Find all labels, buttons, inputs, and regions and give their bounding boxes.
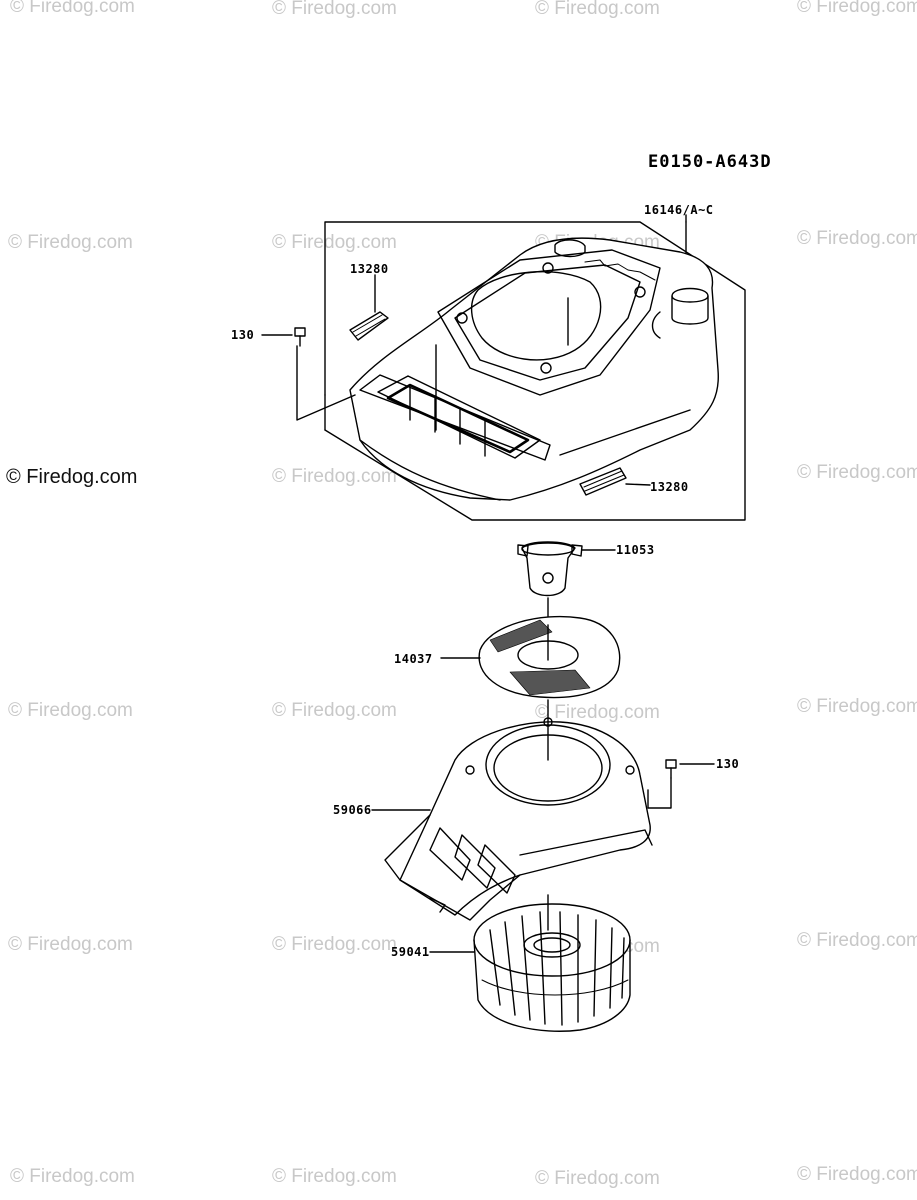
gasket-top-part <box>349 311 389 341</box>
cup-part <box>517 541 583 597</box>
watermark: © Firedog.com <box>272 934 397 955</box>
watermark: © Firedog.com <box>8 934 133 955</box>
watermark: © Firedog.com <box>797 930 917 951</box>
screen-part <box>478 615 621 699</box>
part-label-shroud: 59066 <box>333 803 372 817</box>
part-label-bolt-right: 130 <box>716 757 740 771</box>
watermark: © Firedog.com <box>272 466 397 487</box>
watermark: © Firedog.com <box>6 466 138 488</box>
bolt-right-part <box>665 759 677 779</box>
watermark: © Firedog.com <box>272 1166 397 1187</box>
watermark: © Firedog.com <box>797 1164 917 1185</box>
part-label-bolt-top: 130 <box>231 328 255 342</box>
housing-part <box>349 237 719 501</box>
part-label-flywheel: 59041 <box>391 945 430 959</box>
watermark: © Firedog.com <box>272 0 397 19</box>
watermark: © Firedog.com <box>10 0 135 17</box>
watermark: © Firedog.com <box>535 702 660 723</box>
watermark: © Firedog.com <box>8 700 133 721</box>
shroud-part <box>384 717 653 921</box>
watermark: © Firedog.com <box>797 228 917 249</box>
watermark: © Firedog.com <box>10 1166 135 1187</box>
watermark: © Firedog.com <box>535 1168 660 1189</box>
watermark: © Firedog.com <box>797 462 917 483</box>
bolt-top-part <box>294 327 306 347</box>
gasket-bottom-part <box>579 467 627 496</box>
part-label-gasket-bottom: 13280 <box>650 480 689 494</box>
watermark: © Firedog.com <box>535 0 660 19</box>
watermark: © Firedog.com <box>797 0 917 17</box>
part-label-housing: 16146/A~C <box>644 203 714 217</box>
part-label-cup: 11053 <box>616 543 655 557</box>
watermark: © Firedog.com <box>272 700 397 721</box>
diagram-code: E0150-A643D <box>648 152 772 172</box>
watermark: © Firedog.com <box>8 232 133 253</box>
part-label-screen: 14037 <box>394 652 433 666</box>
assembly-frame <box>324 221 746 521</box>
watermark: © Firedog.com <box>797 696 917 717</box>
part-label-gasket-top: 13280 <box>350 262 389 276</box>
flywheel-part <box>473 903 631 1032</box>
watermark: © Firedog.com <box>272 232 397 253</box>
